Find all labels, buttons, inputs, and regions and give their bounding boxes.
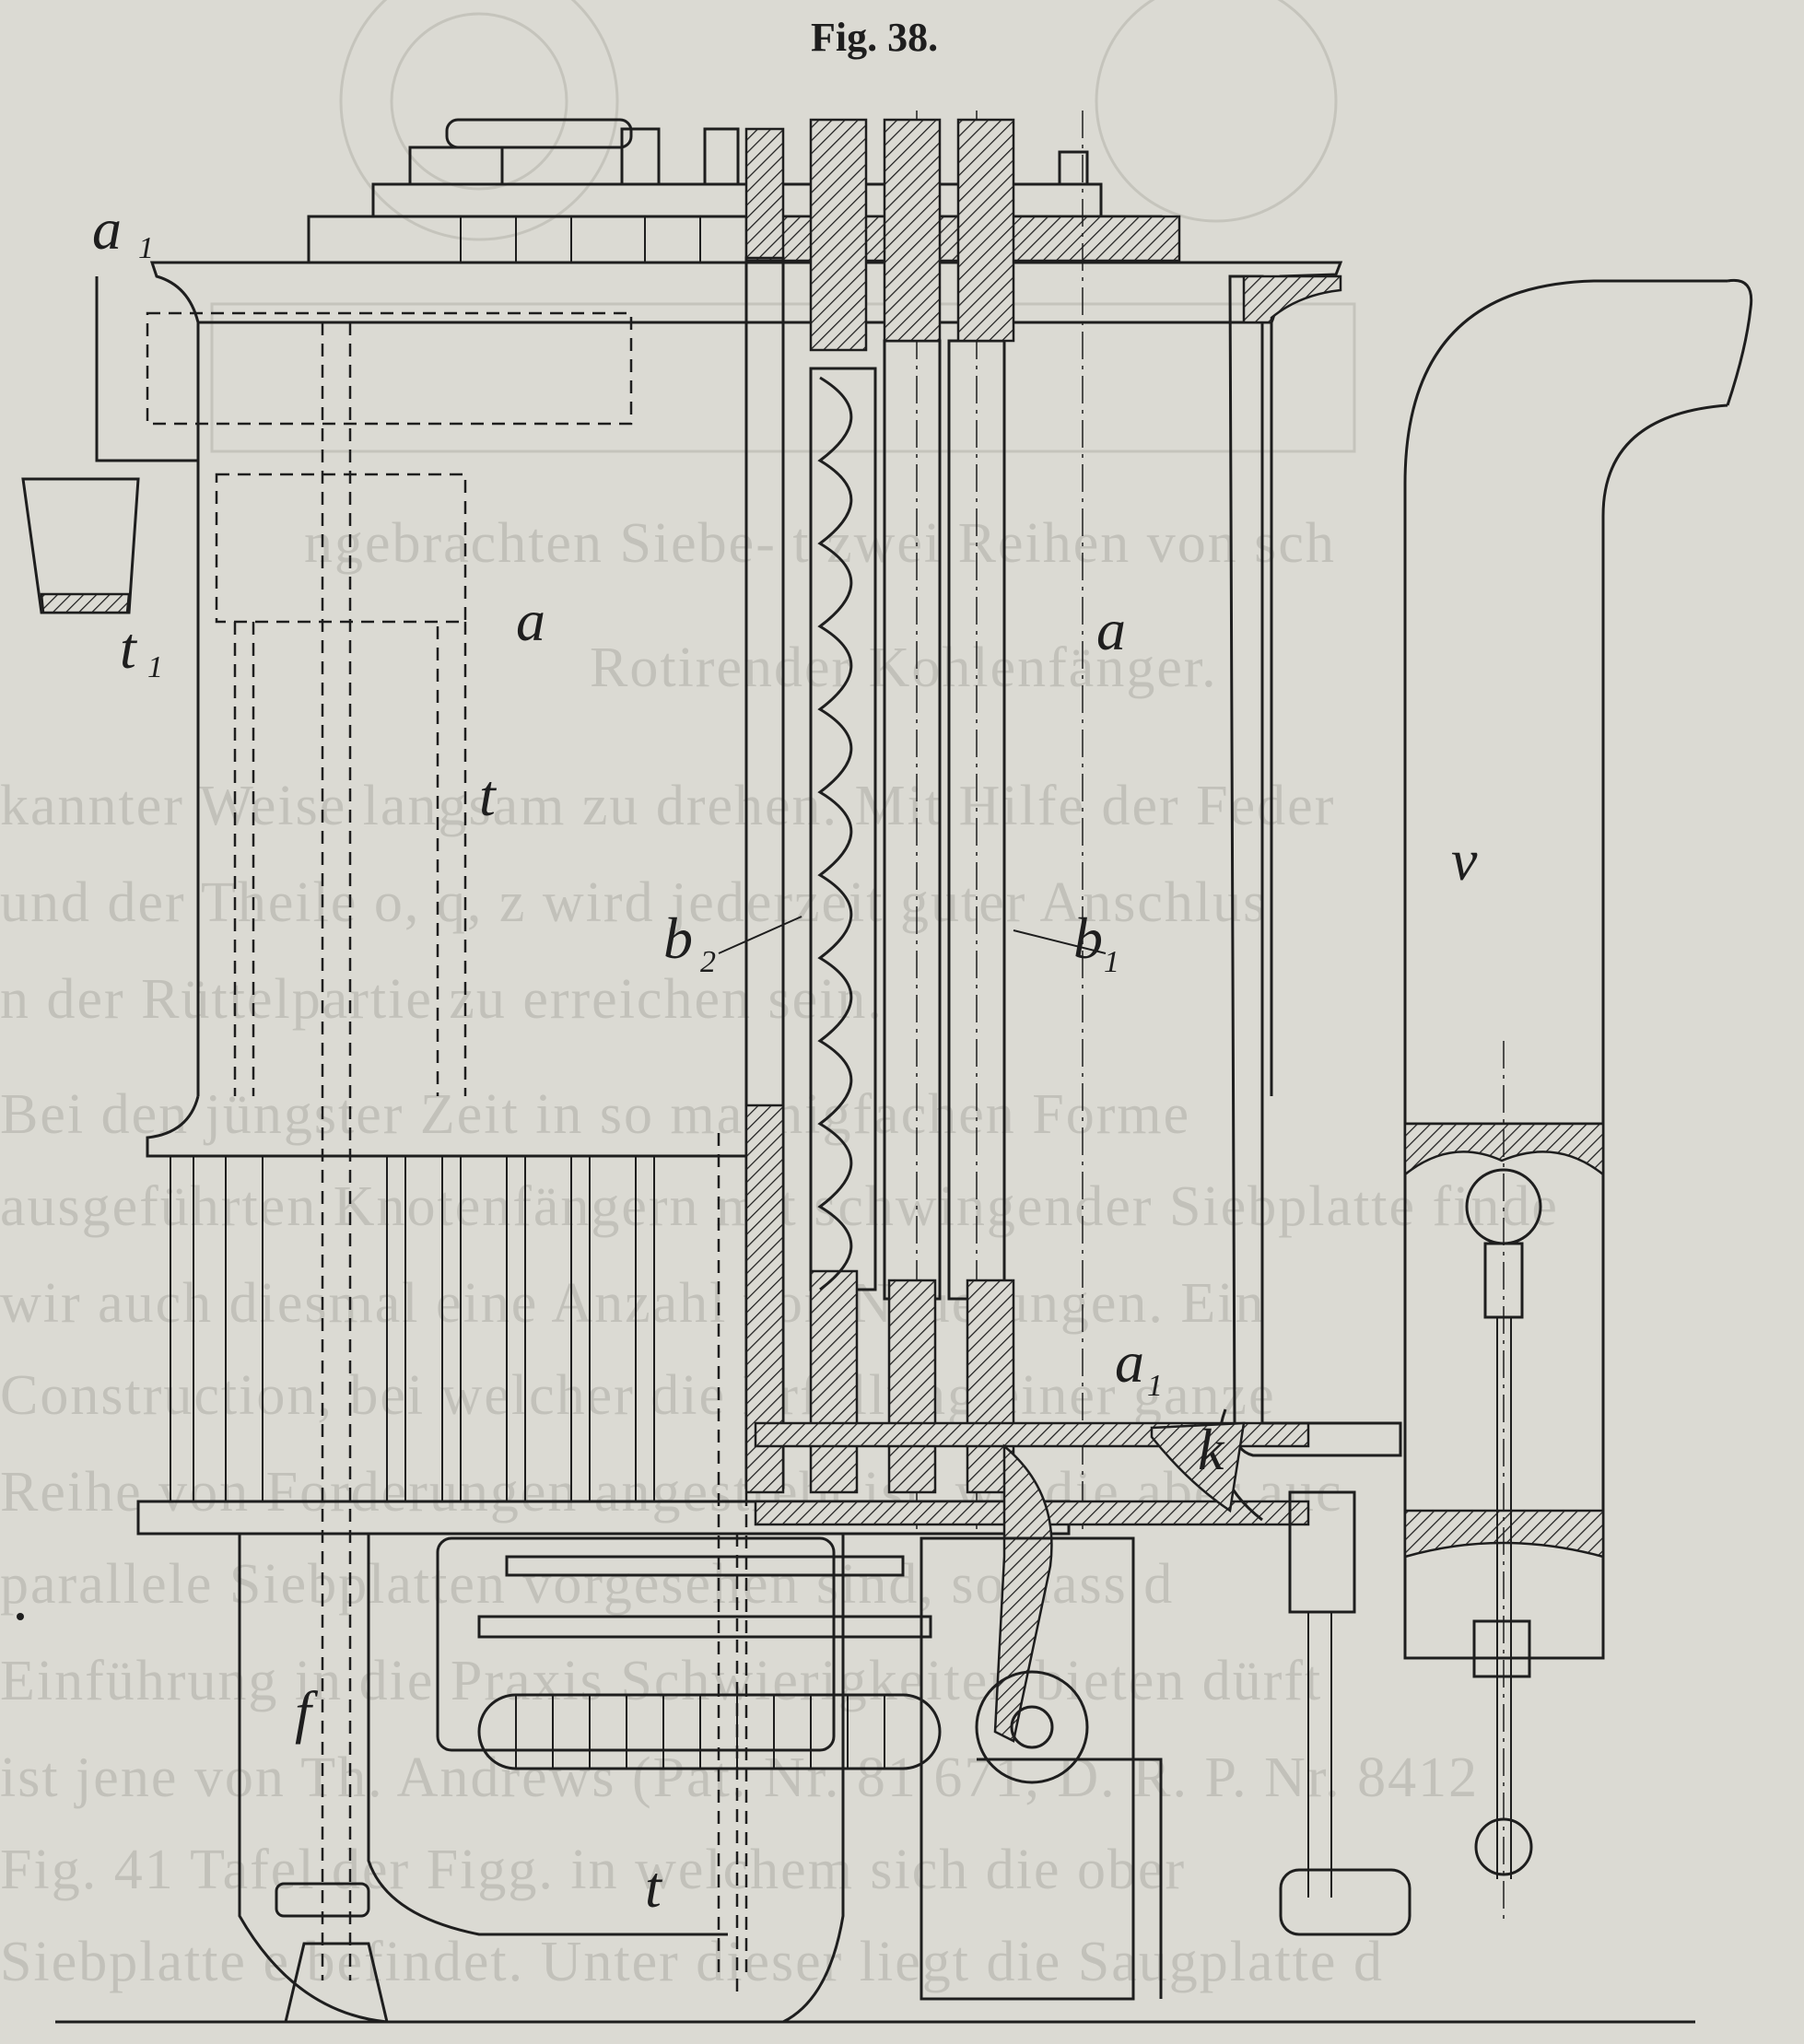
right-chamber (1228, 274, 1753, 1925)
label-t1: t (120, 615, 138, 681)
ghost-line-11: Einführung in die Praxis Schwierigkeiten… (0, 1650, 1322, 1712)
ghost-line-7: wir auch diesmal eine Anzahl von Neuerun… (0, 1272, 1265, 1335)
top-cover (307, 118, 1181, 264)
label-b1-sub: 1 (1104, 945, 1119, 979)
bevel-gear (477, 1693, 942, 1770)
label-a-right: a (1096, 597, 1126, 662)
label-b2-sub: 2 (700, 945, 716, 979)
label-a1-sub: 1 (138, 231, 154, 265)
ghost-line-13: Fig. 41 Tafel der Figg. in welchem sich … (0, 1839, 1186, 1901)
label-b2: b (663, 905, 693, 971)
spiral-conveyor (817, 376, 853, 1291)
ghost-wheel-left (339, 0, 619, 241)
worm-hub (975, 1670, 1089, 1784)
ghost-line-12: ist jene von Th. Andrews (Pat. Nr. 81 67… (0, 1746, 1479, 1809)
ghost-caption: Rotirender Kohlenfänger. (590, 637, 1218, 699)
label-a-bottom: a (1115, 1329, 1144, 1395)
lower-vessel (55, 1534, 1695, 2024)
figure-title: Fig. 38. (811, 15, 938, 60)
ghost-line-3: und der Theile o, q, z wird jederzeit gu… (0, 871, 1267, 934)
ghost-wheel-right (1095, 0, 1338, 223)
ghost-line-10: parallele Siebplatten vorgesehen sind, s… (0, 1553, 1174, 1616)
pipe-lip (1726, 278, 1753, 406)
ghost-line-14: Siebplatte e befindet. Unter dieser lieg… (0, 1931, 1384, 1993)
left-trough (21, 477, 140, 614)
label-a-left: a (516, 588, 545, 653)
label-b1: b (1073, 905, 1103, 971)
nut-top-left (408, 146, 504, 186)
label-a1: a (92, 196, 122, 262)
ghost-line-5: Bei den jüngster Zeit in so mannigfachen… (0, 1083, 1190, 1146)
label-a-bottom-sub: 1 (1147, 1369, 1163, 1403)
ghost-line-8: Construction, bei welcher die Erfüllung … (0, 1364, 1276, 1427)
ghost-line-2: kannter Weise langsam zu drehen. Mit Hil… (0, 775, 1335, 837)
labels: a 1 t 1 a a t b 2 b 1 v a 1 k f t (17, 196, 1478, 1920)
label-t-bottom: t (645, 1854, 663, 1920)
ghost-wheel-left-inner (390, 12, 568, 191)
label-t: t (479, 763, 498, 828)
label-t1-sub: 1 (147, 650, 163, 684)
ghost-line-4: n der Rüttelpartie zu erreichen sein. (0, 968, 884, 1031)
label-v: v (1451, 827, 1478, 893)
label-k: k (1198, 1417, 1225, 1482)
lower-flange (146, 1095, 756, 1158)
